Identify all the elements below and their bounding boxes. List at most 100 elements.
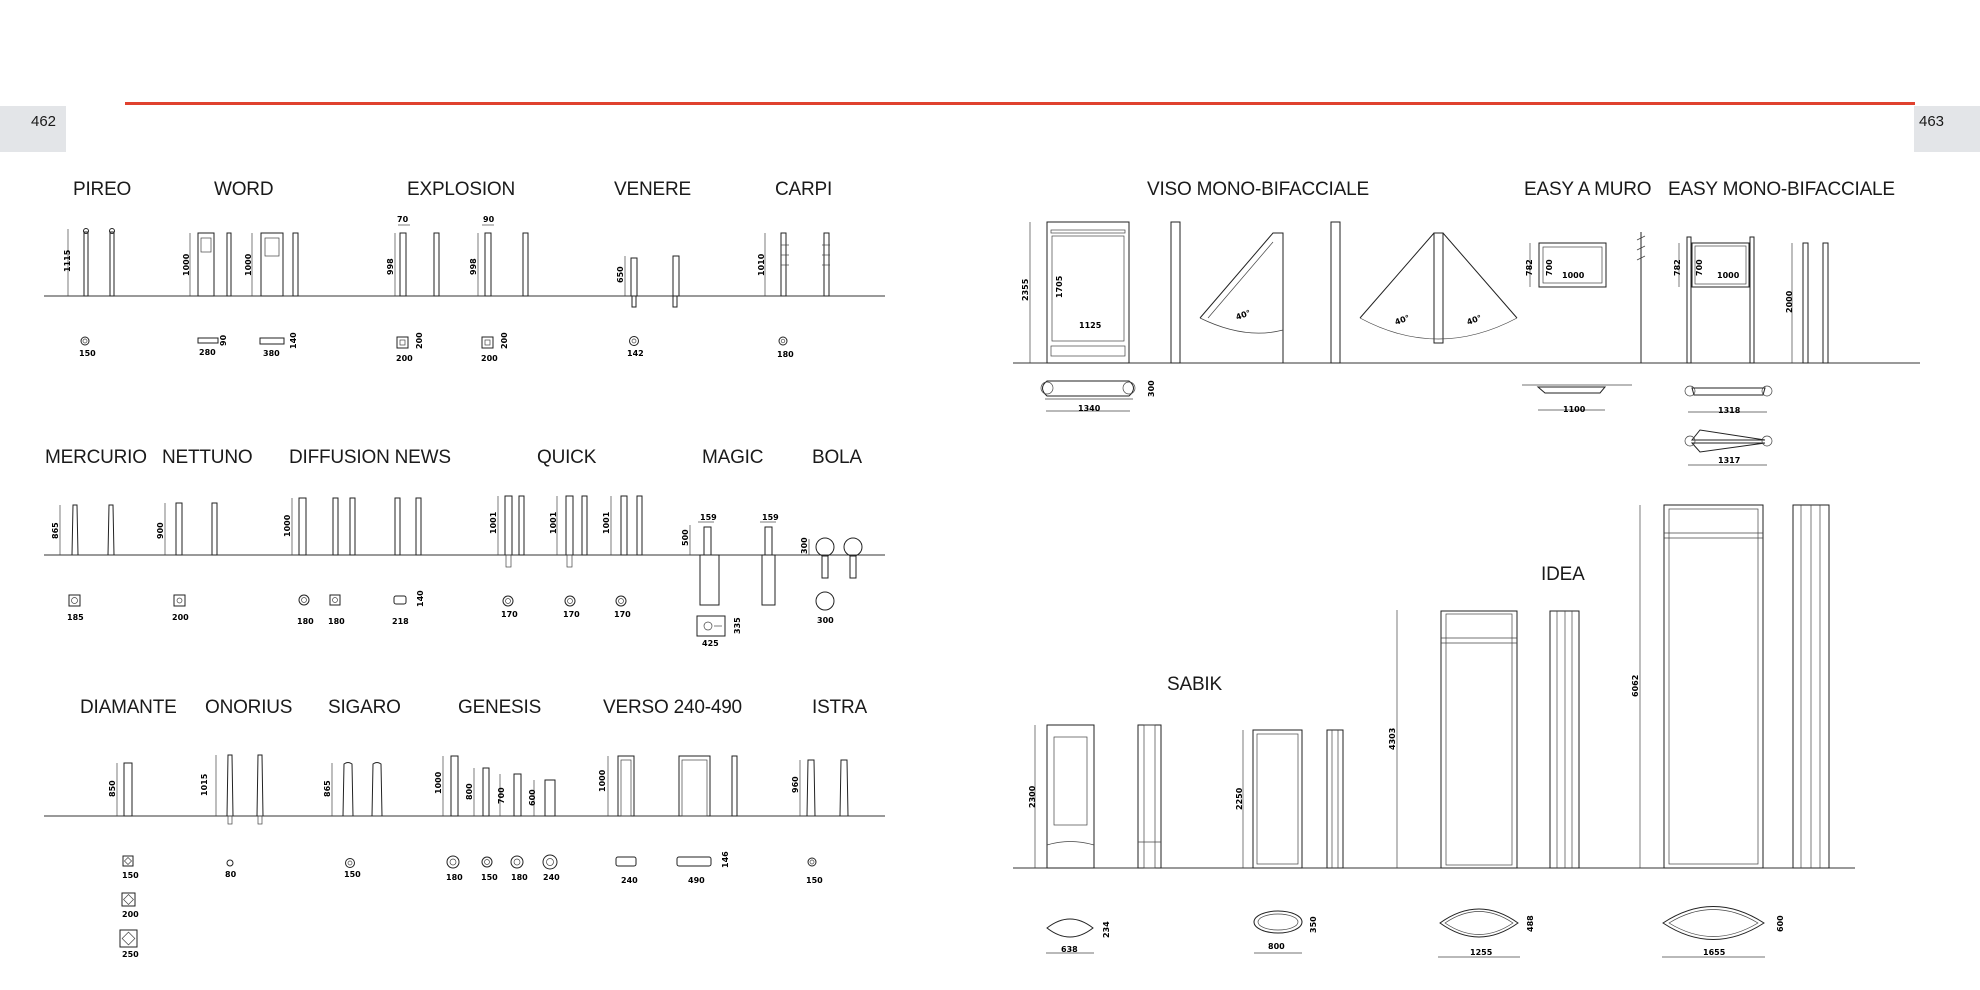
title-explosion: EXPLOSION	[407, 179, 516, 200]
dim-sabik-height-1: 2300	[1028, 785, 1037, 808]
dim-verso-height: 1000	[598, 769, 607, 792]
dim-viso-height: 2355	[1021, 278, 1030, 301]
dim-sabik-depth-2: 350	[1309, 916, 1318, 933]
dim-viso-base-width: 1340	[1078, 404, 1101, 413]
title-diffusion-news: DIFFUSION NEWS	[289, 447, 451, 468]
page-number-right-label: 463	[1919, 113, 1945, 130]
dim-carpi-width: 180	[777, 350, 794, 359]
title-easy-mono: EASY MONO-BIFACCIALE	[1668, 179, 1895, 200]
drawing-bola	[808, 537, 863, 611]
dim-quick-height-3: 1001	[602, 511, 611, 534]
drawing-sigaro	[331, 762, 383, 868]
dim-idea-height-2: 6062	[1631, 675, 1640, 697]
dim-diamante-width-3: 250	[122, 950, 139, 959]
dim-istra-width: 150	[806, 876, 823, 885]
dim-explosion-top-1: 70	[397, 215, 409, 224]
dim-easy-mono-panel-height: 700	[1695, 259, 1704, 276]
dim-idea-width-1: 1255	[1470, 948, 1493, 957]
dim-easy-muro-height: 782	[1525, 259, 1534, 276]
dim-genesis-width-1: 180	[446, 873, 463, 882]
dim-sabik-width-2: 800	[1268, 942, 1285, 951]
dim-explosion-height-2: 998	[469, 258, 478, 275]
dim-magic-height: 500	[681, 529, 690, 546]
dim-istra-height: 960	[791, 776, 800, 793]
title-pireo: PIREO	[73, 179, 132, 200]
dim-viso-angle-3: 40°	[1466, 313, 1483, 327]
dim-bola-height: 300	[800, 537, 809, 554]
title-sabik: SABIK	[1167, 674, 1222, 695]
dim-idea-width-2: 1655	[1703, 948, 1726, 957]
dim-quick-height-1: 1001	[489, 511, 498, 534]
dim-word-depth-1: 90	[219, 334, 228, 346]
title-viso: VISO MONO-BIFACCIALE	[1147, 179, 1369, 200]
dim-onorius-width: 80	[225, 870, 237, 879]
dim-genesis-width-3: 180	[511, 873, 528, 882]
dim-carpi-height: 1010	[757, 253, 766, 276]
page-number-left-label: 462	[31, 113, 57, 130]
dim-mercurio-width: 185	[67, 613, 84, 622]
dim-word-width-1: 280	[199, 348, 216, 357]
dim-diamante-height: 850	[108, 780, 117, 797]
drawing-easy-a-muro	[1522, 232, 1646, 411]
dim-word-width-2: 380	[263, 349, 280, 358]
dim-verso-width-1: 240	[621, 876, 638, 885]
dim-idea-depth-1: 488	[1526, 915, 1535, 932]
title-word: WORD	[214, 179, 274, 200]
drawing-venere	[624, 255, 680, 346]
dim-diffusion-width-2: 180	[328, 617, 345, 626]
dim-explosion-width-2: 200	[481, 354, 498, 363]
title-diamante: DIAMANTE	[80, 697, 177, 718]
page-number-left: 462	[0, 106, 66, 152]
dim-explosion-depth-2: 200	[500, 332, 509, 349]
title-sigaro: SIGARO	[328, 697, 401, 718]
drawing-quick	[497, 495, 643, 607]
drawing-easy-mono	[1678, 236, 1829, 466]
drawing-sabik	[1034, 724, 1344, 954]
drawing-verso	[607, 755, 738, 867]
dim-sabik-width-1: 638	[1061, 945, 1078, 954]
dim-viso-angle-2: 40°	[1394, 313, 1411, 327]
dim-explosion-top-2: 90	[483, 215, 495, 224]
dim-quick-width-3: 170	[614, 610, 631, 619]
dim-easy-muro-base-width: 1100	[1563, 405, 1586, 414]
dim-easy-mono-side-height: 2000	[1785, 290, 1794, 313]
title-verso: VERSO 240-490	[603, 697, 742, 718]
dim-genesis-height-2: 800	[465, 783, 474, 800]
dim-verso-width-2: 490	[688, 876, 705, 885]
dim-venere-height: 650	[616, 266, 625, 283]
dim-viso-panel-width: 1125	[1079, 321, 1102, 330]
dim-diffusion-width-1: 180	[297, 617, 314, 626]
title-idea: IDEA	[1541, 564, 1585, 585]
title-mercurio: MERCURIO	[45, 447, 147, 468]
title-nettuno: NETTUNO	[162, 447, 253, 468]
drawing-diffusion-news	[291, 497, 422, 606]
drawing-magic	[689, 521, 776, 637]
dim-genesis-width-4: 240	[543, 873, 560, 882]
dim-easy-muro-panel-width: 1000	[1562, 271, 1585, 280]
dim-explosion-width-1: 200	[396, 354, 413, 363]
dim-genesis-height-1: 1000	[434, 771, 443, 794]
dim-diamante-width-2: 200	[122, 910, 139, 919]
dim-mercurio-height: 865	[51, 522, 60, 539]
drawing-carpi	[764, 232, 830, 346]
drawing-mercurio	[59, 504, 115, 607]
title-onorius: ONORIUS	[205, 697, 293, 718]
dim-sigaro-width: 150	[344, 870, 361, 879]
dim-easy-mono-base-width-1: 1318	[1718, 406, 1741, 415]
title-genesis: GENESIS	[458, 697, 542, 718]
dim-sigaro-height: 865	[323, 780, 332, 797]
dim-easy-mono-height: 782	[1673, 259, 1682, 276]
dim-easy-muro-panel-height: 700	[1545, 259, 1554, 276]
dim-idea-height-1: 4303	[1388, 728, 1397, 750]
dim-idea-depth-2: 600	[1776, 915, 1785, 932]
page-number-right: 463	[1914, 106, 1980, 152]
dim-easy-mono-base-width-2: 1317	[1718, 456, 1740, 465]
drawing-viso	[1029, 221, 1518, 412]
drawing-word	[189, 232, 299, 345]
drawing-explosion	[394, 224, 529, 349]
dim-onorius-height: 1015	[200, 773, 209, 796]
dim-viso-angle-1: 40°	[1235, 308, 1252, 322]
title-easy-a-muro: EASY A MURO	[1524, 179, 1652, 200]
dim-sabik-height-2: 2250	[1235, 787, 1244, 810]
dim-viso-panel-height: 1705	[1055, 275, 1064, 298]
